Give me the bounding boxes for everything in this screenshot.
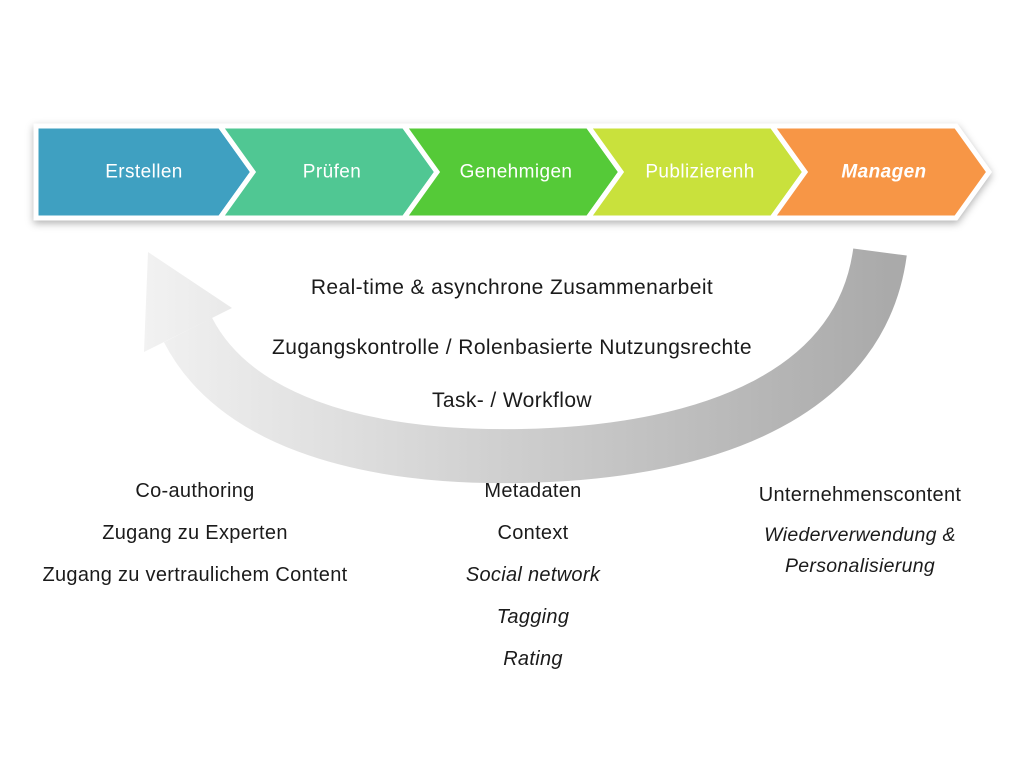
chevron-label-managen: Managen: [841, 162, 926, 183]
process-chevron-band: Erstellen Prüfen Genehmigen Publizierenh…: [33, 123, 993, 221]
feature-metadaten: Metadaten: [484, 480, 582, 502]
feature-context: Context: [497, 522, 569, 544]
column-metadata-features: Metadaten Context Social network Tagging…: [398, 470, 668, 680]
chevron-label-publizieren: Publizierenh: [645, 162, 754, 183]
column-enterprise-content: Unternehmenscontent Wiederverwendung & P…: [710, 482, 1010, 582]
cycle-back-arrow-icon: [144, 247, 907, 484]
benefit-co-authoring: Co-authoring: [135, 480, 255, 502]
enterprise-content-subtitle: Wiederverwendung & Personalisierung: [764, 524, 956, 577]
feature-rating: Rating: [503, 648, 563, 670]
chevron-label-genehmigen: Genehmigen: [460, 162, 573, 183]
note-collaboration: Real-time & asynchrone Zusammenarbeit: [310, 276, 714, 299]
cycle-arrow-band: [163, 247, 907, 484]
cycle-arrow-head: [144, 252, 232, 352]
feature-social-network: Social network: [465, 564, 601, 586]
column-collaboration-benefits: Co-authoring Zugang zu Experten Zugang z…: [15, 470, 375, 596]
chevron-label-pruefen: Prüfen: [303, 162, 361, 183]
chevron-label-erstellen: Erstellen: [105, 162, 183, 183]
note-access-control: Zugangskontrolle / Rolenbasierte Nutzung…: [272, 336, 752, 359]
benefit-confidential-content: Zugang zu vertraulichem Content: [42, 564, 348, 586]
enterprise-content-title: Unternehmenscontent: [758, 484, 962, 506]
benefit-expert-access: Zugang zu Experten: [102, 522, 288, 544]
note-task-workflow: Task- / Workflow: [431, 389, 593, 412]
chevron-step-managen: [767, 123, 993, 221]
feature-tagging: Tagging: [496, 606, 570, 628]
